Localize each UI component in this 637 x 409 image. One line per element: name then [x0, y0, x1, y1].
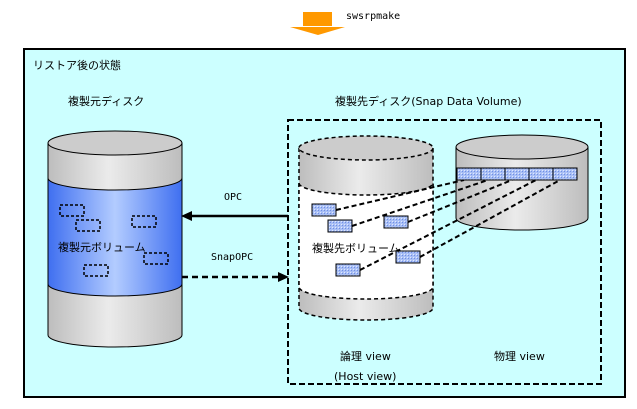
- logical-block: [383, 215, 409, 229]
- source-data-block: [143, 252, 169, 265]
- logical-block: [395, 250, 421, 264]
- opc-arrow: [181, 211, 288, 221]
- destination-volume-label: 複製先ボリューム: [312, 242, 400, 255]
- logical-block: [335, 263, 361, 277]
- snapopc-label: SnapOPC: [211, 252, 254, 263]
- command-arrow-icon: [290, 12, 345, 35]
- source-volume-band: [47, 177, 183, 297]
- physical-block: [480, 167, 506, 181]
- physical-block: [456, 167, 482, 181]
- logical-block: [311, 203, 337, 217]
- physical-block: [504, 167, 530, 181]
- source-disk-cylinder: [47, 130, 183, 348]
- physical-view-label: 物理 view: [494, 350, 545, 363]
- source-disk-heading: 複製元ディスク: [68, 95, 145, 108]
- logical-view-cylinder: [298, 135, 434, 321]
- physical-view-cylinder: [455, 134, 589, 231]
- physical-block: [552, 167, 578, 181]
- host-view-label: (Host view): [334, 370, 397, 383]
- logical-view-label: 論理 view: [340, 350, 391, 363]
- opc-label: OPC: [224, 192, 243, 203]
- snap-data-volume-box: [287, 119, 602, 385]
- mapping-lines: [335, 179, 561, 271]
- source-data-block: [75, 219, 101, 232]
- source-data-block: [83, 264, 109, 277]
- logical-block: [327, 219, 353, 233]
- source-data-block: [131, 215, 157, 228]
- panel-title: リストア後の状態: [33, 59, 121, 72]
- source-data-block: [59, 204, 85, 217]
- destination-disk-heading: 複製先ディスク(Snap Data Volume): [335, 95, 522, 108]
- command-label: swsrpmake: [346, 11, 401, 22]
- snapopc-arrow: [182, 272, 289, 282]
- source-volume-label: 複製元ボリューム: [58, 241, 146, 254]
- physical-block: [528, 167, 554, 181]
